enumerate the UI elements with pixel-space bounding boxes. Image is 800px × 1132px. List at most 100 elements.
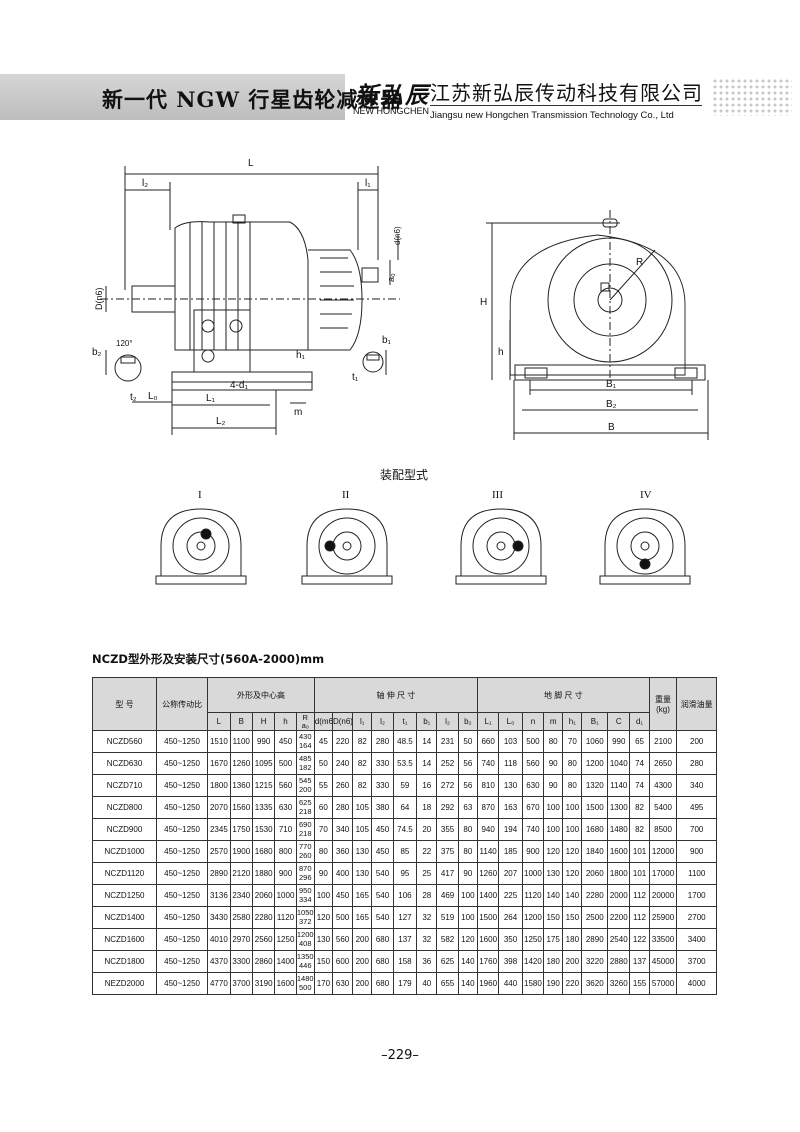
cell-model: NCZD1600 [92,928,157,951]
cell-B: 1100 [229,730,253,753]
cell-f3: 740 [521,818,545,841]
cell-f5: 150 [562,906,583,929]
cell-c3: 105 [352,818,373,841]
cell-H: 3190 [251,972,276,995]
dimension-table: 型 号 公称传动比 外形及中心高 轴 伸 尺 寸 地 脚 尺 寸 重量(kg) … [92,677,717,995]
cell-R: 1480 [296,974,314,983]
cell-f7: 1480 [607,818,631,841]
cell-c2: 260 [331,774,354,797]
brand-name-cn: 新弘辰 [355,82,430,109]
cell-f8: 82 [629,818,650,841]
cell-model: NCZD800 [92,796,157,819]
cell-f4: 175 [543,928,564,951]
cell-f4: 90 [543,752,564,775]
cell-c8: 140 [457,950,478,973]
cell-f8: 137 [629,950,650,973]
header-B: B [229,712,253,731]
cell-c5: 137 [392,928,418,951]
header-R: R [302,712,308,722]
cell-f8: 155 [629,972,650,995]
cell-f4: 140 [543,884,564,907]
company-block: 江苏新弘辰传动科技有限公司 Jiangsu new Hongchen Trans… [430,77,702,121]
cell-ratio: 450~1250 [155,818,209,841]
cell-f5: 120 [562,862,583,885]
header-oil: 润滑油量 [676,677,717,731]
cell-model: NEZD2000 [92,972,157,995]
header-t1: t₁ [392,712,418,731]
cell-f4: 180 [543,950,564,973]
cell-f3: 1250 [521,928,545,951]
cell-c4: 680 [371,950,394,973]
header-L1: L₁ [476,712,500,731]
cell-f5: 200 [562,950,583,973]
cell-B: 2120 [229,862,253,885]
cell-c3: 130 [352,840,373,863]
cell-f2: 185 [498,840,523,863]
cell-f2: 130 [498,774,523,797]
cell-f1: 1140 [476,840,500,863]
cell-c5: 74.5 [392,818,418,841]
cell-c1: 100 [313,884,333,907]
cell-B: 1360 [229,774,253,797]
cell-ratio: 450~1250 [155,840,209,863]
cell-H: 2280 [251,906,276,929]
cell-f2: 118 [498,752,523,775]
cell-L: 4010 [207,928,231,951]
cell-f6: 1840 [581,840,609,863]
cell-c1: 70 [313,818,333,841]
cell-f8: 74 [629,774,650,797]
label-holes: 4-d₁ [230,380,248,391]
cell-R: 770 [298,842,312,851]
cell-f5: 100 [562,818,583,841]
cell-h: 450 [274,730,297,753]
cell-h: 1000 [274,884,297,907]
cell-H: 1880 [251,862,276,885]
cell-f7: 1040 [607,752,631,775]
label-a0: a₀ [386,273,396,282]
mounting-type-3-label: III [492,489,503,501]
label-L0: L₀ [148,391,158,402]
cell-w: 5400 [648,796,678,819]
header-B1: B₁ [581,712,609,731]
cell-c8: 56 [457,752,478,775]
cell-L: 1670 [207,752,231,775]
cell-ratio: 450~1250 [155,928,209,951]
cell-c6: 32 [416,928,438,951]
cell-w: 33500 [648,928,678,951]
cell-a0: 218 [298,828,312,838]
cell-B: 2580 [229,906,253,929]
cell-c7: 417 [436,862,459,885]
label-m: m [294,407,302,418]
cell-B: 1750 [229,818,253,841]
cell-oil: 200 [676,730,717,753]
dot-pattern-decoration [712,78,792,116]
label-l2: l₂ [142,178,148,189]
cell-model: NCZD1400 [92,906,157,929]
cell-c6: 20 [416,818,438,841]
cell-L: 1800 [207,774,231,797]
cell-c8: 80 [457,840,478,863]
cell-model: NCZD1120 [92,862,157,885]
cell-c4: 680 [371,972,394,995]
cell-f2: 350 [498,928,523,951]
cell-c2: 220 [331,730,354,753]
cell-c8: 90 [457,862,478,885]
cell-f7: 1600 [607,840,631,863]
cell-c5: 127 [392,906,418,929]
cell-ratio: 450~1250 [155,950,209,973]
cell-f3: 1200 [521,906,545,929]
label-h: h [498,347,504,358]
cell-f8: 65 [629,730,650,753]
header-a0: a₀ [301,720,309,730]
cell-f2: 194 [498,818,523,841]
cell-c6: 14 [416,752,438,775]
cell-c3: 200 [352,950,373,973]
cell-w: 17000 [648,862,678,885]
cell-f4: 100 [543,796,564,819]
cell-model: NCZD1000 [92,840,157,863]
